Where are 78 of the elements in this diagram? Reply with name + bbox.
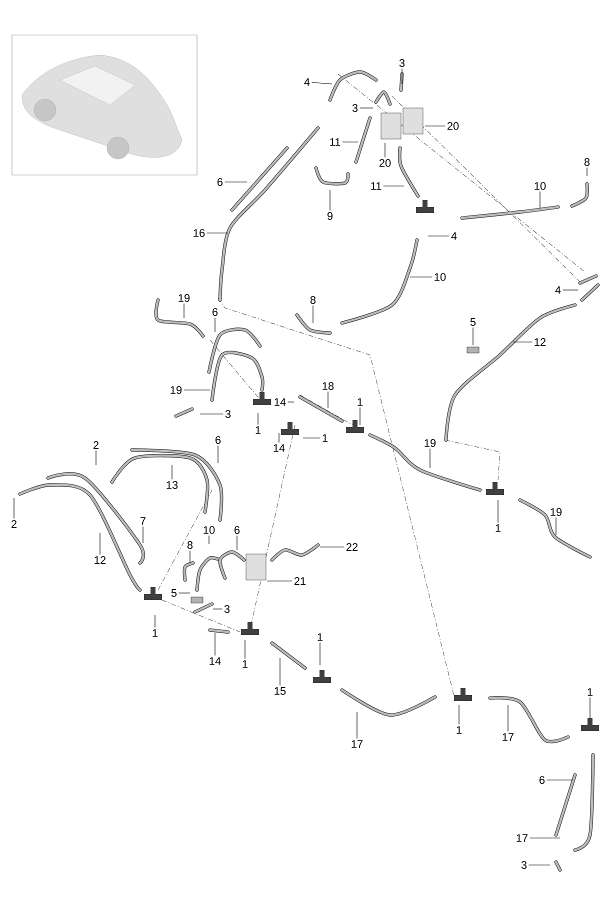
leader-line <box>472 327 474 346</box>
leader-line <box>320 546 344 548</box>
callout-number: 6 <box>218 178 223 186</box>
callout-number: 14 <box>274 444 285 452</box>
callout-number: 11 <box>330 138 340 146</box>
callout-number: 1 <box>322 434 328 442</box>
leader-line <box>312 305 314 324</box>
leader-line <box>586 167 588 176</box>
leader-line <box>206 232 228 234</box>
callout-number: 17 <box>502 733 514 741</box>
leader-line <box>528 864 550 866</box>
callout-number: 1 <box>318 633 323 641</box>
callout-number: 18 <box>322 382 334 390</box>
callout-number: 10 <box>534 182 546 190</box>
callout-number: 8 <box>310 296 316 304</box>
callout-number: 6 <box>540 776 545 784</box>
leader-line <box>458 704 460 725</box>
callout-number: 12 <box>94 556 106 564</box>
callout-number: 7 <box>140 517 146 525</box>
callout-number: 6 <box>216 436 221 444</box>
callout-number: 2 <box>12 520 16 528</box>
callout-number: 3 <box>225 410 231 418</box>
leader-line <box>311 82 332 84</box>
leader-line <box>214 317 216 332</box>
leader-line <box>384 142 386 158</box>
callout-number: 5 <box>470 318 476 326</box>
callout-number: 16 <box>194 229 205 237</box>
callout-number: 6 <box>212 308 218 316</box>
callout-number: 9 <box>327 212 333 220</box>
callout-number: 1 <box>256 426 261 434</box>
callout-number: 3 <box>399 59 405 67</box>
callout-number: 14 <box>274 398 286 406</box>
callout-number: 17 <box>516 834 528 842</box>
callout-number: 13 <box>166 481 178 489</box>
callout-number: 1 <box>242 660 248 668</box>
callout-number: 17 <box>352 740 363 748</box>
callout-number: 8 <box>187 541 193 549</box>
callout-number: 5 <box>171 589 177 597</box>
callout-number: 12 <box>534 338 546 346</box>
callout-number: 2 <box>94 441 98 449</box>
callout-number: 3 <box>352 104 358 112</box>
callout-number: 10 <box>204 526 215 534</box>
callout-number: 1 <box>496 524 501 532</box>
callout-number: 4 <box>451 232 457 240</box>
callout-number: 3 <box>224 605 230 613</box>
callout-number: 3 <box>521 861 527 869</box>
leader-line <box>142 526 144 544</box>
callout-number: 19 <box>550 508 562 516</box>
callout-number: 1 <box>152 629 158 637</box>
leader-line <box>278 432 280 443</box>
callout-number: 20 <box>447 122 459 130</box>
callout-number: 1 <box>456 726 462 734</box>
leader-line <box>236 535 238 550</box>
callout-number: 1 <box>588 688 593 696</box>
callout-number: 6 <box>234 526 240 534</box>
leader-line <box>212 608 223 610</box>
leader-line <box>154 614 156 628</box>
callout-number: 19 <box>424 439 436 447</box>
callout-number: 14 <box>210 657 221 665</box>
callout-number: 8 <box>584 158 590 166</box>
callout-number: 15 <box>274 687 286 695</box>
leader-line <box>410 276 432 278</box>
leader-line <box>208 535 210 544</box>
callout-number: 1 <box>358 398 363 406</box>
callout-number: 20 <box>379 159 391 167</box>
leader-line <box>178 592 190 594</box>
callout-number: 19 <box>170 386 182 394</box>
callout-number: 4 <box>555 286 561 294</box>
leader-line <box>214 632 216 656</box>
callout-number: 10 <box>434 273 446 281</box>
leader-line <box>266 580 292 582</box>
callout-number: 21 <box>294 577 306 585</box>
leader-line <box>244 640 246 659</box>
callout-number: 11 <box>371 182 382 190</box>
callout-number: 19 <box>178 294 190 302</box>
callout-number: 4 <box>304 78 310 86</box>
callout-number: 22 <box>346 543 358 551</box>
leader-line <box>356 712 358 739</box>
